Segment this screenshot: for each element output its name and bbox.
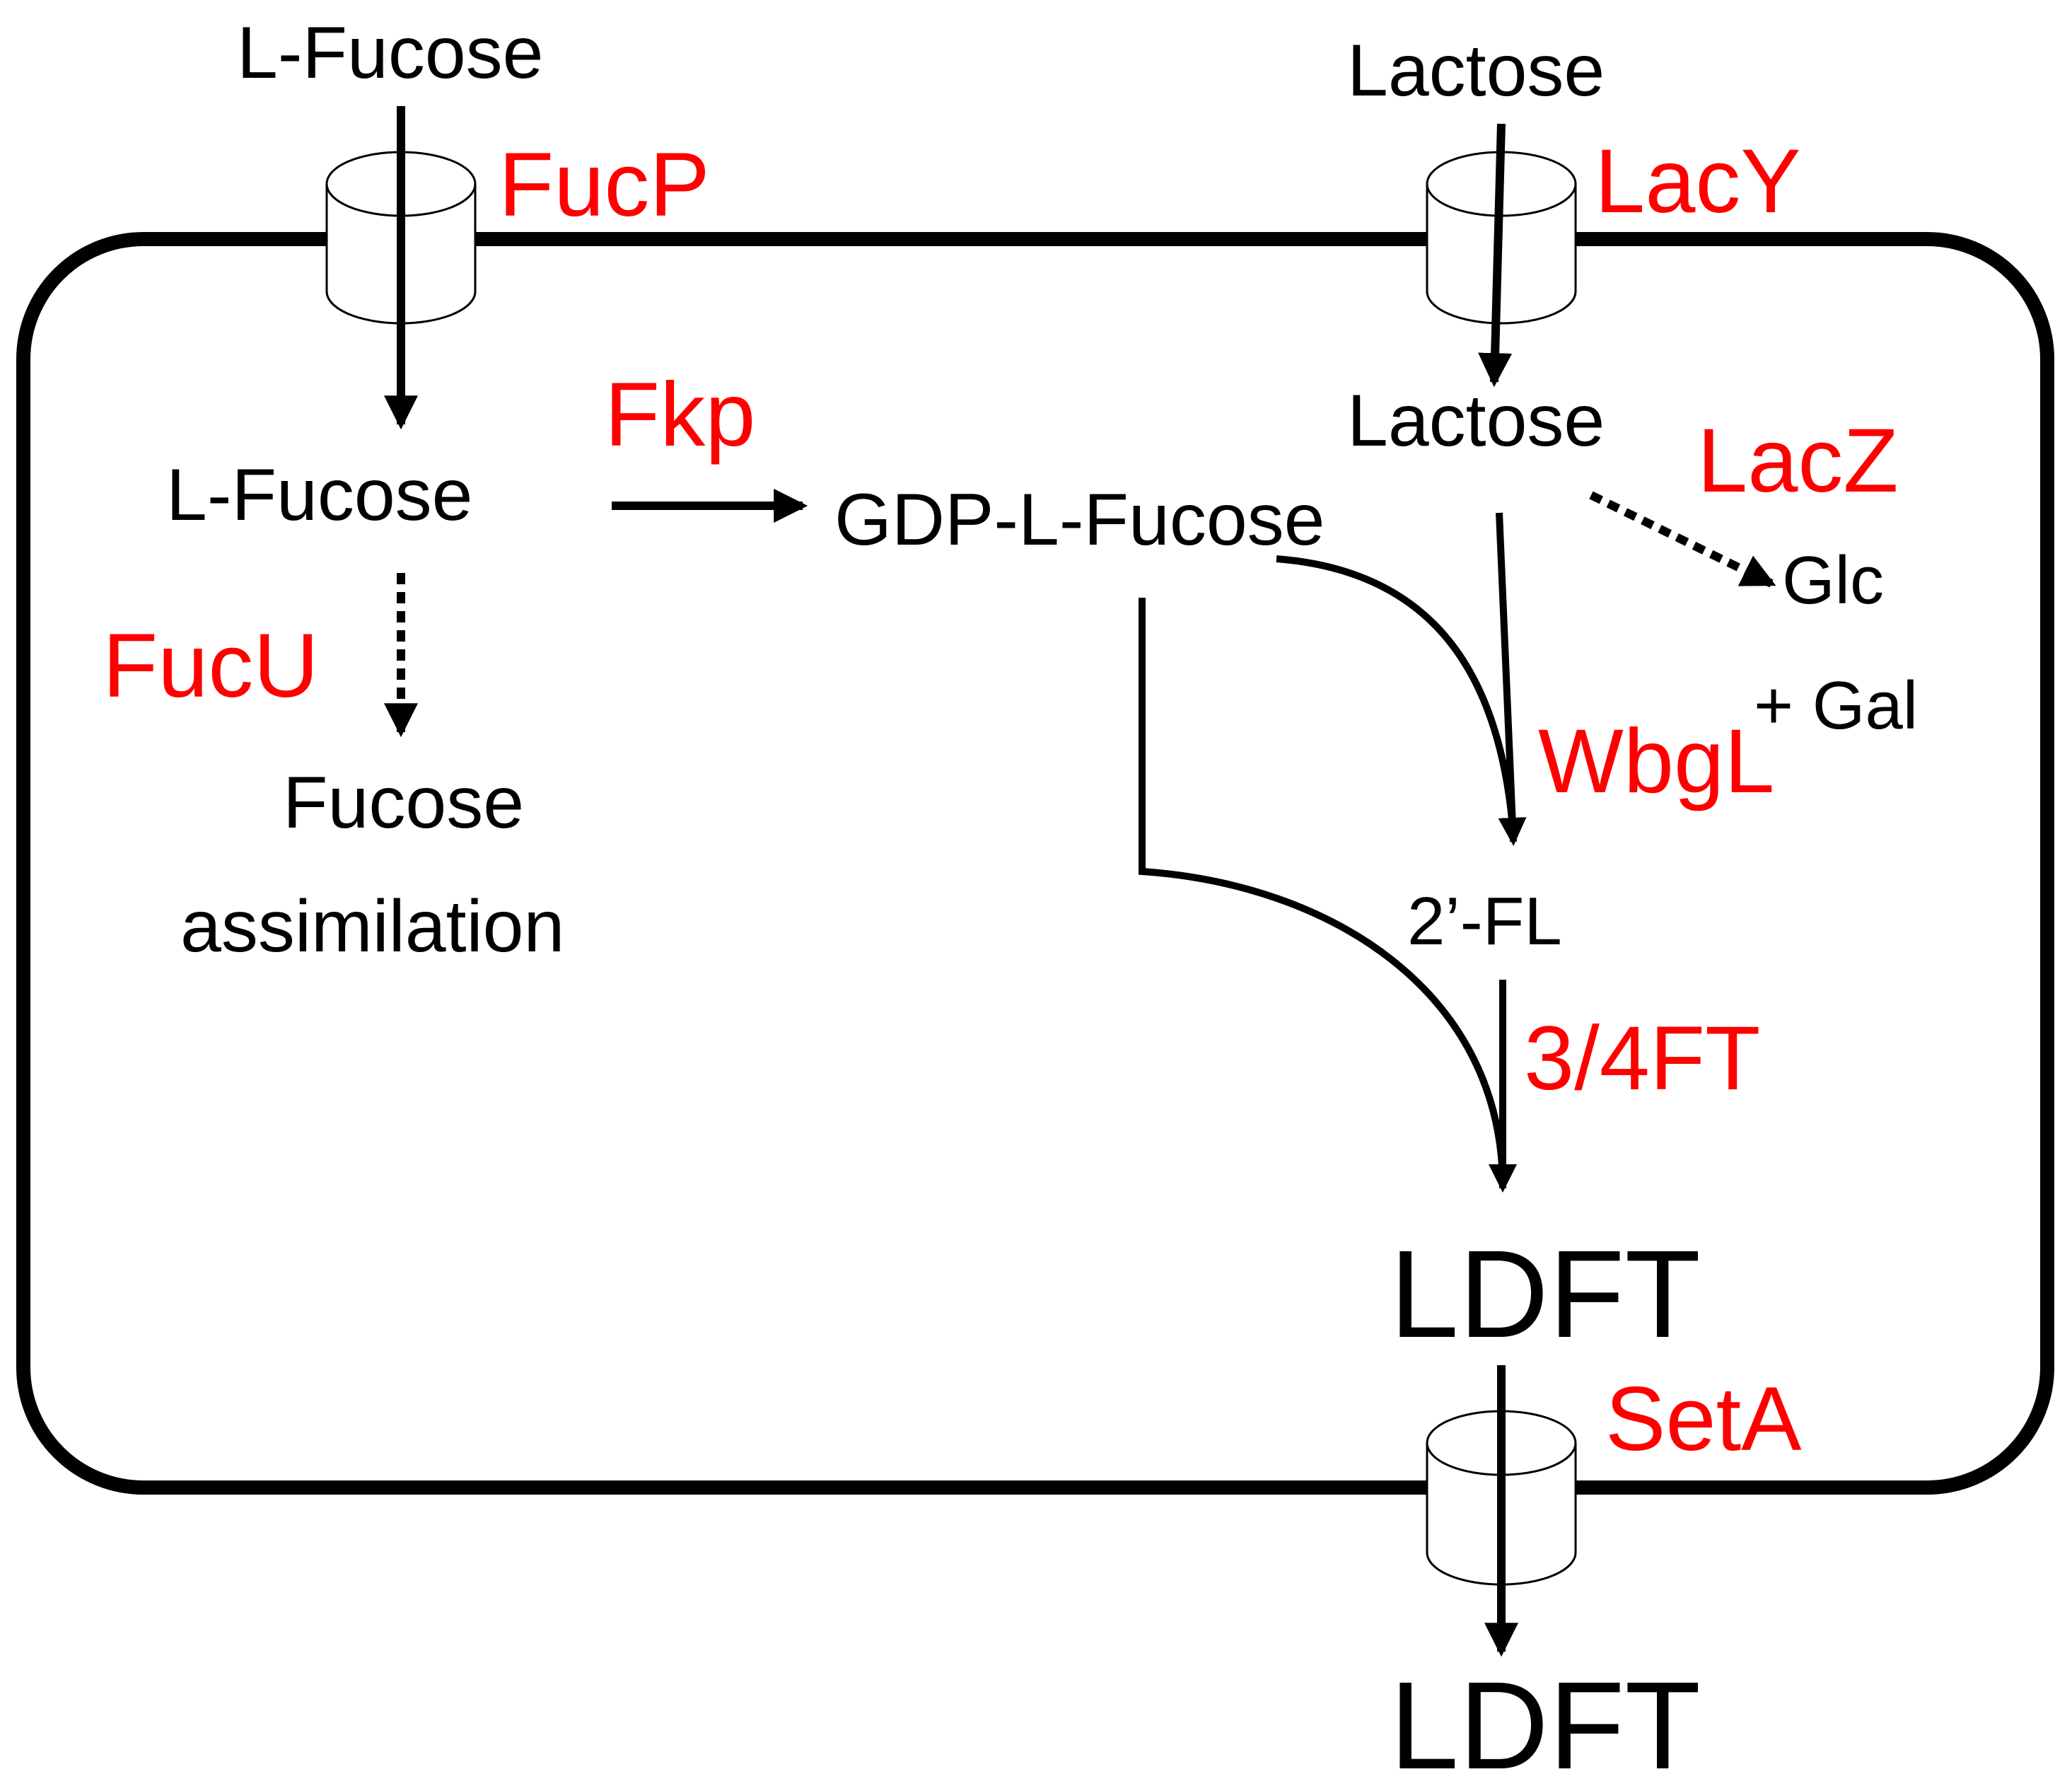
label-gal: + Gal <box>1754 668 1918 743</box>
label-glc: Glc <box>1782 543 1884 618</box>
label-2fl: 2’-FL <box>1407 883 1562 959</box>
lactose-import-arrow <box>1478 123 1513 388</box>
gdp-fucose-to-2fl-curve <box>1276 555 1517 835</box>
label-enzyme-lacz: LacZ <box>1697 410 1899 511</box>
label-enzyme-fucp: FucP <box>499 134 710 236</box>
label-enzyme-seta: SetA <box>1605 1369 1802 1470</box>
label-fucose-external: L-Fucose <box>237 12 544 94</box>
lacz-dotted-arrow <box>1589 491 1776 588</box>
label-gdp-fucose: GDP-L-Fucose <box>834 479 1325 561</box>
label-enzyme-fkp: Fkp <box>605 364 755 465</box>
label-lactose-external: Lactose <box>1347 30 1605 112</box>
label-fucose-assimilation-line1: Fucose <box>283 762 524 844</box>
label-ldft-external: LDFT <box>1390 1657 1701 1791</box>
label-fucose-assimilation-line2: assimilation <box>180 886 564 968</box>
label-enzyme-3-4ft: 3/4FT <box>1524 1008 1760 1109</box>
label-enzyme-fucu: FucU <box>103 615 319 717</box>
gdp-fucose-to-ldft-curve <box>1139 598 1506 1182</box>
label-enzyme-wbgl: WbgL <box>1538 711 1774 812</box>
label-fucose-internal: L-Fucose <box>166 454 473 536</box>
cell-membrane <box>16 232 2054 1495</box>
label-enzyme-lacy: LacY <box>1595 131 1801 232</box>
label-lactose-internal: Lactose <box>1347 380 1605 462</box>
label-ldft-internal: LDFT <box>1390 1225 1701 1364</box>
